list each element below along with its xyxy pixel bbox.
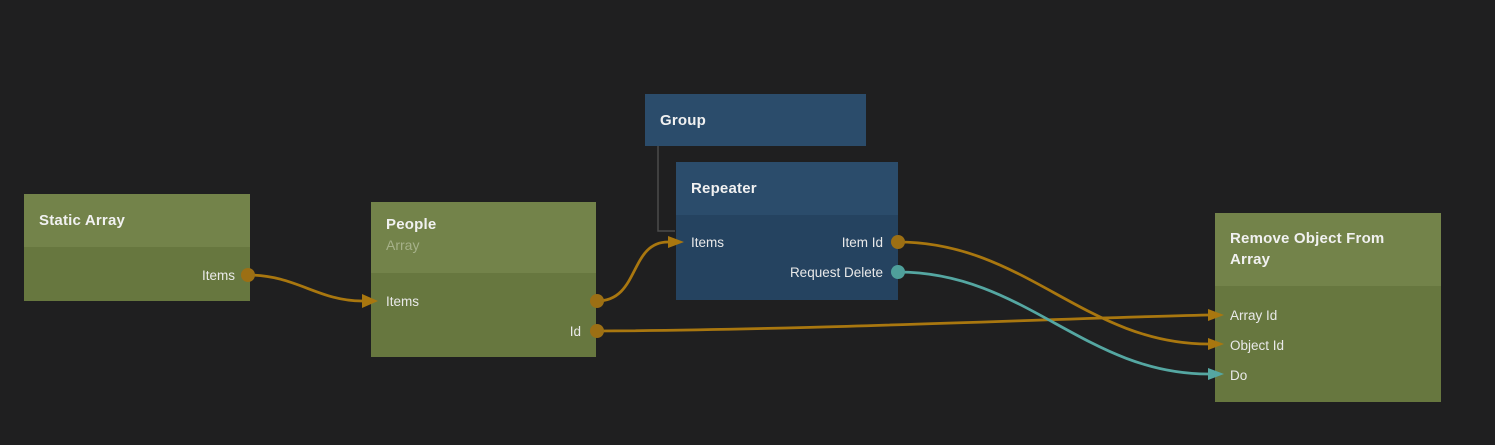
node-title: Repeater xyxy=(691,180,757,197)
port-label: Request Delete xyxy=(789,264,883,280)
port-array-id-input[interactable]: Array Id xyxy=(1215,300,1441,330)
node-header: Remove Object From Array xyxy=(1215,213,1441,286)
port-label: Do xyxy=(1230,367,1248,383)
node-group[interactable]: Group xyxy=(645,94,866,146)
node-title: Group xyxy=(660,111,706,129)
node-title: Remove Object From Array xyxy=(1230,230,1385,268)
wire-staticarray-items-to-people-items[interactable] xyxy=(246,273,364,303)
wire-repeater-itemid-to-remove-objectid[interactable] xyxy=(896,240,1210,346)
port-object-id-input[interactable]: Object Id xyxy=(1215,330,1441,360)
wire-people-items-to-repeater-items[interactable] xyxy=(595,240,670,303)
port-request-delete-output[interactable]: Request Delete xyxy=(676,257,898,287)
wire-repeater-requestdelete-to-remove-do[interactable] xyxy=(896,270,1210,376)
node-header: Group xyxy=(645,94,866,146)
port-items-output[interactable]: Items xyxy=(24,260,250,290)
node-repeater[interactable]: Repeater Items Item Id Request Delete xyxy=(676,162,898,300)
node-title: People xyxy=(386,216,437,233)
port-label: Object Id xyxy=(1230,337,1285,353)
node-title: Static Array xyxy=(39,212,126,229)
port-items-input[interactable]: Items xyxy=(371,286,596,316)
port-row-items-itemid[interactable]: Items Item Id xyxy=(676,227,898,257)
port-label: Array Id xyxy=(1230,307,1278,323)
wire-people-id-to-remove-arrayid[interactable] xyxy=(595,313,1210,333)
node-remove-object-from-array[interactable]: Remove Object From Array Array Id Object… xyxy=(1215,213,1441,402)
port-id-output[interactable]: Id xyxy=(371,316,596,346)
port-label-items-input: Items xyxy=(691,234,725,250)
port-label-itemid-output: Item Id xyxy=(841,234,883,250)
port-label: Items xyxy=(386,293,420,309)
hierarchy-connector-group-repeater xyxy=(657,146,675,232)
node-header: People Array xyxy=(371,202,596,273)
node-static-array[interactable]: Static Array Items xyxy=(24,194,250,301)
port-do-input[interactable]: Do xyxy=(1215,360,1441,390)
node-header: Repeater xyxy=(676,162,898,215)
port-label: Id xyxy=(569,323,581,339)
port-label: Items xyxy=(201,267,235,283)
node-subtitle: Array xyxy=(386,237,420,253)
node-people[interactable]: People Array Items Id xyxy=(371,202,596,357)
node-header: Static Array xyxy=(24,194,250,247)
